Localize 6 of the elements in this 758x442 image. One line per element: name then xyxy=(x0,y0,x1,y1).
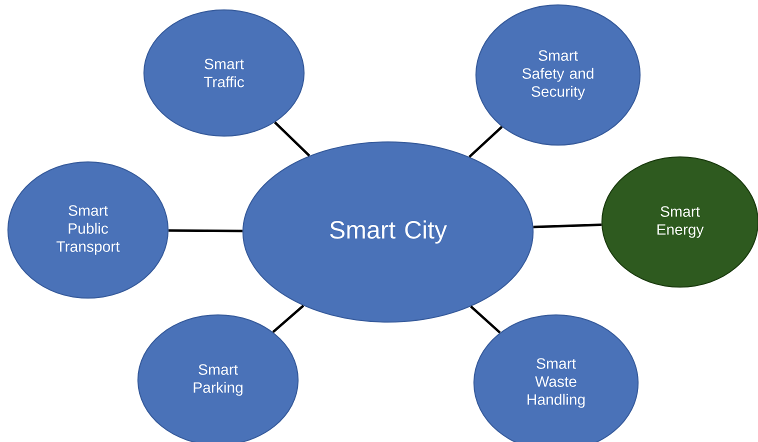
connector-line xyxy=(168,229,242,232)
connector-line xyxy=(272,304,304,334)
connector-line xyxy=(533,223,602,228)
connector-line xyxy=(468,126,503,158)
connector-line xyxy=(274,121,310,157)
connector-line xyxy=(470,306,501,334)
